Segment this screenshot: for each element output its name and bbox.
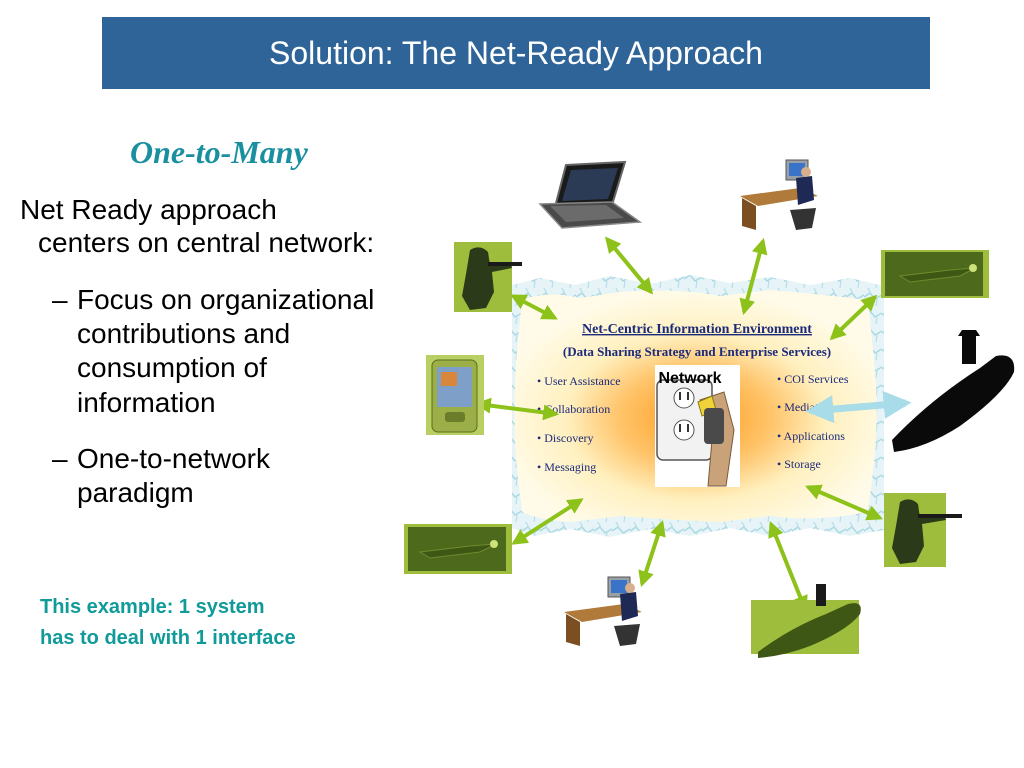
soldier-icon-left (454, 242, 522, 312)
arrow-pda (474, 397, 560, 421)
arrow-workstation-bottom (638, 519, 666, 588)
arrow-submarine-bottom (768, 521, 808, 612)
panel-title: Net-Centric Information Environment (582, 322, 812, 337)
pda-icon (426, 355, 484, 435)
laptop-icon (538, 160, 643, 229)
bullet-dash-1: – (52, 284, 68, 315)
arrow-aircraft-top (829, 294, 878, 341)
slide-title: Solution: The Net-Ready Approach (269, 35, 763, 71)
bullet-1-line-3: consumption of (77, 352, 267, 383)
bullet-1-line-2: contributions and (77, 318, 291, 349)
service-user-assistance: • User Assistance (537, 374, 621, 388)
power-outlet-icon (655, 365, 740, 487)
service-discovery: • Discovery (537, 431, 594, 445)
intro-line-1: Net Ready approach (20, 194, 277, 225)
service-coi: • COI Services (777, 372, 849, 386)
submarine-icon-bottom (751, 584, 861, 658)
arrow-soldier-right (805, 484, 883, 521)
bullet-1-line-4: information (77, 387, 216, 418)
bullet-2-line-1: One-to-network (77, 443, 270, 474)
bullet-2-line-2: paradigm (77, 477, 194, 508)
service-applications: • Applications (777, 429, 845, 443)
note-line-1: This example: 1 system (40, 596, 265, 618)
slide-subtitle: One-to-Many (130, 134, 308, 170)
bullet-1-line-1: Focus on organizational (77, 284, 375, 315)
aircraft-icon-bottom (404, 524, 512, 574)
arrow-soldier-left (510, 294, 558, 320)
note-line-2: has to deal with 1 interface (40, 627, 296, 649)
arrow-workstation-top (739, 237, 768, 316)
workstation-icon-bottom (564, 576, 642, 646)
submarine-icon-right (892, 330, 1015, 452)
service-messaging: • Messaging (537, 460, 596, 474)
aircraft-icon-top (881, 250, 989, 298)
panel-subtitle: (Data Sharing Strategy and Enterprise Se… (563, 344, 831, 359)
service-storage: • Storage (777, 457, 821, 471)
intro-line-2: centers on central network: (38, 227, 375, 258)
bullet-dash-2: – (52, 443, 68, 474)
workstation-icon-top (740, 159, 818, 230)
title-bar: Solution: The Net-Ready Approach (102, 17, 930, 89)
arrow-laptop (604, 236, 654, 295)
arrow-submarine-right (805, 390, 912, 424)
soldier-icon-right (884, 493, 962, 567)
network-label: Network (658, 370, 721, 387)
arrow-aircraft-bottom (511, 498, 584, 545)
